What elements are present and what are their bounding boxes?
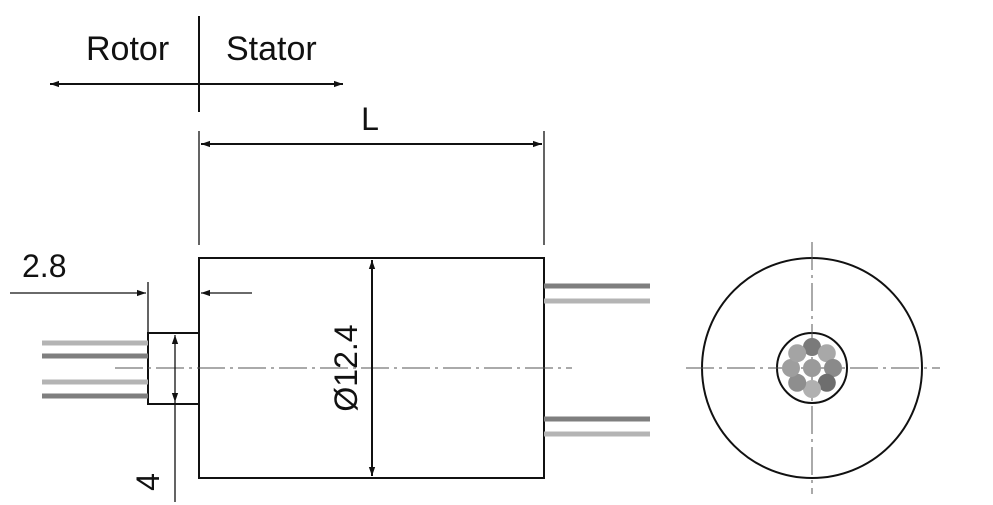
step-dimension: 2.8 <box>10 248 252 333</box>
side-view <box>42 257 650 479</box>
rotor-wires <box>42 340 148 399</box>
wire-core <box>824 359 842 377</box>
wire-core <box>817 373 836 392</box>
rotor-label: Rotor <box>86 30 169 68</box>
shaft-label: 4 <box>130 473 166 491</box>
stator-label: Stator <box>226 30 317 68</box>
length-dimension: L <box>198 101 545 245</box>
length-label: L <box>361 101 379 137</box>
wire-core <box>803 359 821 377</box>
shaft-dimension: 4 <box>130 335 179 502</box>
stator-wires <box>544 283 650 437</box>
rotor-stator-indicator: Rotor Stator <box>50 16 343 112</box>
step-label: 2.8 <box>22 248 66 284</box>
wire-core <box>788 373 807 392</box>
wire-core <box>803 338 821 356</box>
diameter-dimension: Ø12.4 <box>328 260 376 476</box>
wire-core <box>782 359 800 377</box>
wire-core <box>788 344 807 363</box>
wire-core <box>803 380 821 398</box>
wire-cores <box>782 338 842 398</box>
wire-core <box>817 344 836 363</box>
diameter-label: Ø12.4 <box>328 324 364 411</box>
end-view <box>686 242 940 494</box>
